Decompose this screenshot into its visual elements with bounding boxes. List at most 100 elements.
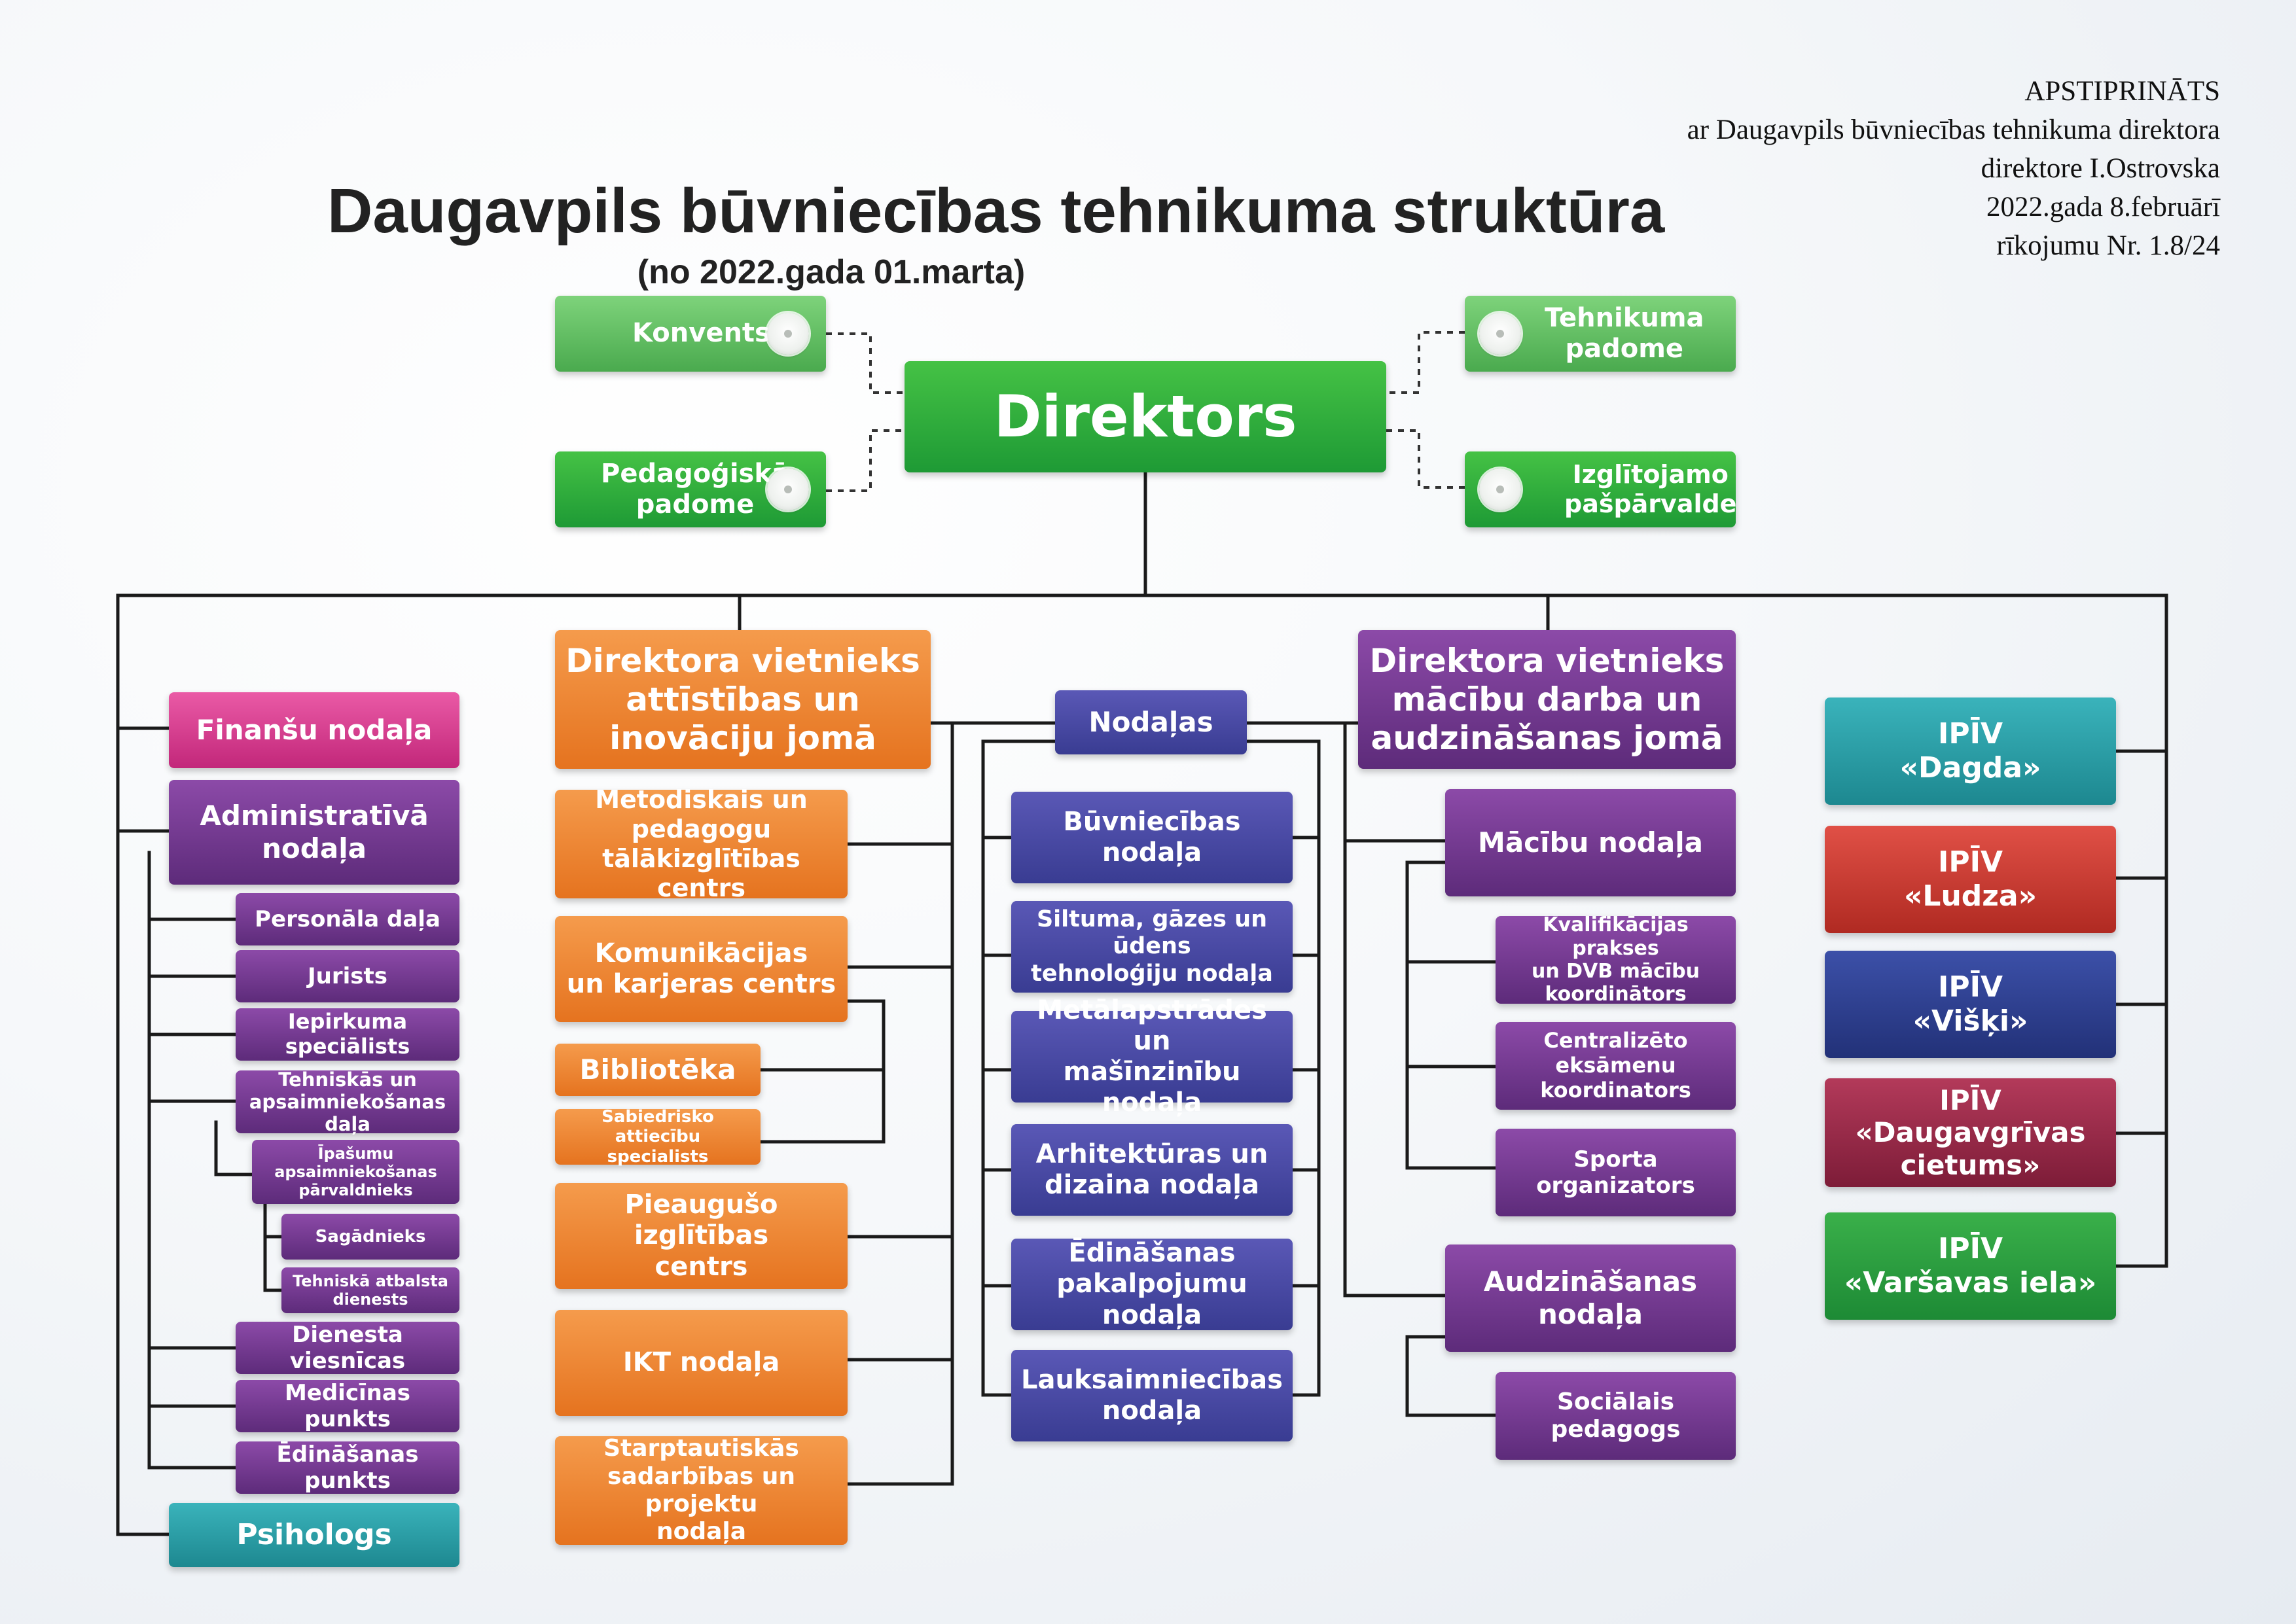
finansu-nodala-box[interactable]: Finanšu nodaļa bbox=[169, 692, 459, 768]
atbalsta-dienests-label: Tehniskā atbalsta dienests bbox=[293, 1271, 448, 1309]
ipiv-daugavgrivas-label: IPĪV «Daugavgrīvas cietums» bbox=[1855, 1084, 2086, 1181]
ipiv-dagda-label: IPĪV «Dagda» bbox=[1899, 717, 2041, 785]
department-box[interactable]: Siltuma, gāzes un ūdens tehnoloģiju noda… bbox=[1011, 901, 1293, 993]
approval-line: ar Daugavpils būvniecības tehnikuma dire… bbox=[1687, 115, 2220, 145]
sagadnieks-box[interactable]: Sagādnieks bbox=[281, 1214, 459, 1260]
tehniskas-dala-label: Tehniskās un apsaimniekošanas daļa bbox=[249, 1068, 446, 1136]
metodiskais-centrs-label: Metodiskais un pedagogu tālākizglītības … bbox=[595, 785, 808, 902]
ipasumu-parvaldnieks-box[interactable]: Īpašumu apsaimniekošanas pārvaldnieks bbox=[252, 1140, 459, 1204]
ped-padome-label: Pedagoģiskā padome bbox=[601, 458, 789, 520]
nodalas-header-label: Nodaļas bbox=[1088, 706, 1213, 739]
audzinasanas-nodala-label: Audzināšanas nodaļa bbox=[1483, 1265, 1698, 1330]
deputy-development-box[interactable]: Direktora vietnieks attīstības un inovāc… bbox=[555, 630, 931, 769]
medicinas-punkts-box[interactable]: Medicīnas punkts bbox=[236, 1380, 459, 1432]
department-label: Siltuma, gāzes un ūdens tehnoloģiju noda… bbox=[1031, 906, 1273, 987]
psihologs-box[interactable]: Psihologs bbox=[169, 1503, 459, 1567]
page-subtitle: (no 2022.gada 01.marta) bbox=[637, 253, 1026, 291]
socialais-pedagogs-label: Sociālais pedagogs bbox=[1551, 1388, 1681, 1443]
ipiv-varsavas-label: IPĪV «Varšavas iela» bbox=[1844, 1232, 2097, 1299]
sagadnieks-label: Sagādnieks bbox=[315, 1226, 426, 1246]
department-box[interactable]: Būvniecības nodaļa bbox=[1011, 792, 1293, 883]
kvalifikacijas-koordinators-label: Kvalifikācijas prakses un DVB mācību koo… bbox=[1532, 913, 1700, 1006]
ipiv-ludza-box[interactable]: IPĪV «Ludza» bbox=[1825, 826, 2116, 933]
department-label: Būvniecības nodaļa bbox=[1063, 806, 1241, 868]
department-label: Lauksaimniecības nodaļa bbox=[1021, 1364, 1283, 1426]
deputy-education-box[interactable]: Direktora vietnieks mācību darba un audz… bbox=[1358, 630, 1736, 769]
approval-line: 2022.gada 8.februārī bbox=[1986, 192, 2220, 222]
approval-line: rīkojumu Nr. 1.8/24 bbox=[1996, 230, 2220, 261]
centralizeto-koordinators-label: Centralizēto eksāmenu koordinators bbox=[1540, 1028, 1691, 1103]
komunikacijas-centrs-box[interactable]: Komunikācijas un karjeras centrs bbox=[555, 916, 848, 1022]
sporta-organizators-label: Sporta organizators bbox=[1536, 1146, 1695, 1199]
teh-padome-box[interactable]: Tehnikuma padome bbox=[1465, 296, 1736, 372]
jurists-box[interactable]: Jurists bbox=[236, 950, 459, 1002]
teh-padome-label: Tehnikuma padome bbox=[1545, 302, 1704, 364]
kvalifikacijas-koordinators-box[interactable]: Kvalifikācijas prakses un DVB mācību koo… bbox=[1496, 913, 1736, 1006]
edinasanas-punkts-box[interactable]: Ēdināšanas punkts bbox=[236, 1441, 459, 1494]
macibu-nodala-label: Mācību nodaļa bbox=[1478, 826, 1703, 859]
sporta-organizators-box[interactable]: Sporta organizators bbox=[1496, 1129, 1736, 1216]
medicinas-punkts-label: Medicīnas punkts bbox=[284, 1379, 411, 1432]
director-box[interactable]: Direktors bbox=[905, 361, 1386, 472]
socialais-pedagogs-box[interactable]: Sociālais pedagogs bbox=[1496, 1372, 1736, 1460]
pieauguso-centrs-box[interactable]: Pieaugušo izglītības centrs bbox=[555, 1183, 848, 1289]
personala-dala-box[interactable]: Personāla daļa bbox=[236, 893, 459, 945]
konvents-label: Konvents bbox=[632, 318, 770, 349]
department-box[interactable]: Metālapstrādes un mašīnzinību nodaļa bbox=[1011, 995, 1293, 1118]
jurists-label: Jurists bbox=[307, 962, 387, 989]
biblioteka-box[interactable]: Bibliotēka bbox=[555, 1044, 761, 1096]
starptautiskas-nodala-label: Starptautiskās sadarbības un projektu no… bbox=[603, 1435, 799, 1545]
approval-note: APSTIPRINĀTS ar Daugavpils būvniecības t… bbox=[1687, 72, 2220, 265]
iepirkuma-specialists-box[interactable]: Iepirkuma speciālists bbox=[236, 1008, 459, 1061]
administrativa-nodala-label: Administratīvā nodaļa bbox=[200, 800, 429, 864]
department-label: Arhitektūras un dizaina nodaļa bbox=[1035, 1139, 1268, 1200]
tehniskas-dala-box[interactable]: Tehniskās un apsaimniekošanas daļa bbox=[236, 1068, 459, 1136]
circle-knob-icon bbox=[1479, 313, 1521, 355]
department-label: Metālapstrādes un mašīnzinību nodaļa bbox=[1037, 995, 1267, 1118]
psihologs-label: Psihologs bbox=[236, 1518, 392, 1552]
circle-knob-icon bbox=[1479, 468, 1521, 510]
circle-knob-icon bbox=[767, 313, 809, 355]
department-label: Ēdināšanas pakalpojumu nodaļa bbox=[1056, 1238, 1247, 1330]
deputy-education-label: Direktora vietnieks mācību darba un audz… bbox=[1369, 641, 1725, 757]
sabiedrisko-specialists-label: Sabiedrisko attiecību specialists bbox=[601, 1106, 714, 1167]
ipiv-ludza-label: IPĪV «Ludza» bbox=[1903, 845, 2037, 913]
department-box[interactable]: Lauksaimniecības nodaļa bbox=[1011, 1350, 1293, 1441]
ipiv-viski-label: IPĪV «Višķi» bbox=[1912, 970, 2028, 1038]
department-box[interactable]: Ēdināšanas pakalpojumu nodaļa bbox=[1011, 1238, 1293, 1330]
dienesta-viesnicas-box[interactable]: Dienesta viesnīcas bbox=[236, 1322, 459, 1374]
director-label: Direktors bbox=[994, 383, 1297, 451]
ipiv-viski-box[interactable]: IPĪV «Višķi» bbox=[1825, 951, 2116, 1058]
ped-padome-box[interactable]: Pedagoģiskā padome bbox=[555, 451, 826, 527]
edinasanas-punkts-label: Ēdināšanas punkts bbox=[276, 1441, 419, 1494]
konvents-box[interactable]: Konvents bbox=[555, 296, 826, 372]
ipiv-dagda-box[interactable]: IPĪV «Dagda» bbox=[1825, 697, 2116, 805]
centralizeto-koordinators-box[interactable]: Centralizēto eksāmenu koordinators bbox=[1496, 1022, 1736, 1110]
ipasumu-parvaldnieks-label: Īpašumu apsaimniekošanas pārvaldnieks bbox=[274, 1144, 437, 1200]
ikt-nodala-box[interactable]: IKT nodaļa bbox=[555, 1310, 848, 1416]
ipiv-varsavas-box[interactable]: IPĪV «Varšavas iela» bbox=[1825, 1212, 2116, 1320]
audzinasanas-nodala-box[interactable]: Audzināšanas nodaļa bbox=[1445, 1244, 1736, 1352]
page-title: Daugavpils būvniecības tehnikuma struktū… bbox=[327, 176, 1665, 246]
macibu-nodala-box[interactable]: Mācību nodaļa bbox=[1445, 789, 1736, 896]
iepirkuma-specialists-label: Iepirkuma speciālists bbox=[285, 1009, 410, 1059]
sabiedrisko-specialists-box[interactable]: Sabiedrisko attiecību specialists bbox=[555, 1106, 761, 1167]
metodiskais-centrs-box[interactable]: Metodiskais un pedagogu tālākizglītības … bbox=[555, 785, 848, 902]
pasparvalde-label: Izglītojamo pašpārvalde bbox=[1564, 460, 1737, 518]
pasparvalde-box[interactable]: Izglītojamo pašpārvalde bbox=[1465, 451, 1736, 527]
ipiv-daugavgrivas-box[interactable]: IPĪV «Daugavgrīvas cietums» bbox=[1825, 1078, 2116, 1187]
dienesta-viesnicas-label: Dienesta viesnīcas bbox=[289, 1321, 406, 1374]
atbalsta-dienests-box[interactable]: Tehniskā atbalsta dienests bbox=[281, 1267, 459, 1313]
biblioteka-label: Bibliotēka bbox=[579, 1053, 736, 1086]
personala-dala-label: Personāla daļa bbox=[255, 906, 440, 932]
nodalas-header-box[interactable]: Nodaļas bbox=[1055, 690, 1247, 754]
department-box[interactable]: Arhitektūras un dizaina nodaļa bbox=[1011, 1124, 1293, 1216]
approval-line: APSTIPRINĀTS bbox=[2024, 76, 2220, 107]
ikt-nodala-label: IKT nodaļa bbox=[622, 1347, 780, 1378]
deputy-development-label: Direktora vietnieks attīstības un inovāc… bbox=[565, 641, 920, 757]
administrativa-nodala-box[interactable]: Administratīvā nodaļa bbox=[169, 780, 459, 885]
circle-knob-icon bbox=[767, 468, 809, 510]
starptautiskas-nodala-box[interactable]: Starptautiskās sadarbības un projektu no… bbox=[555, 1435, 848, 1545]
